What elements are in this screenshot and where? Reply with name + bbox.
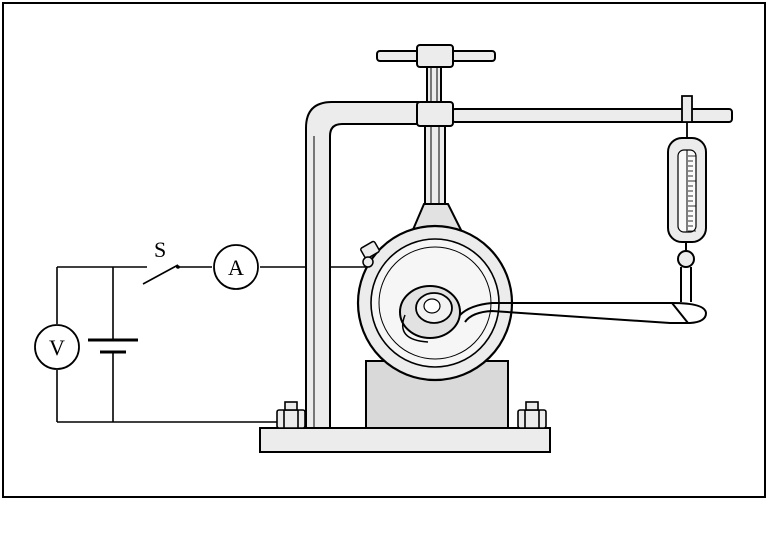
- base-plate: [259, 427, 551, 453]
- screw-clamp: [376, 44, 496, 233]
- switch: S: [142, 237, 180, 285]
- bolt-left: [276, 401, 306, 429]
- ammeter-label: A: [228, 255, 244, 280]
- brake-string: [459, 302, 708, 324]
- motor-pedestal: [365, 360, 509, 429]
- battery: [88, 338, 138, 354]
- bolt-right: [517, 401, 547, 429]
- switch-label: S: [154, 237, 166, 262]
- motor-terminal: [360, 240, 380, 268]
- voltmeter-label: V: [49, 335, 65, 360]
- spring-scale: [667, 95, 707, 243]
- motor-shaft-pulley: [399, 285, 461, 343]
- spring-scale-ticks: [688, 155, 696, 232]
- spring-scale-hook: [677, 242, 695, 302]
- voltmeter: V: [34, 324, 80, 370]
- ammeter: A: [213, 244, 259, 290]
- circuit-wires: [56, 266, 366, 423]
